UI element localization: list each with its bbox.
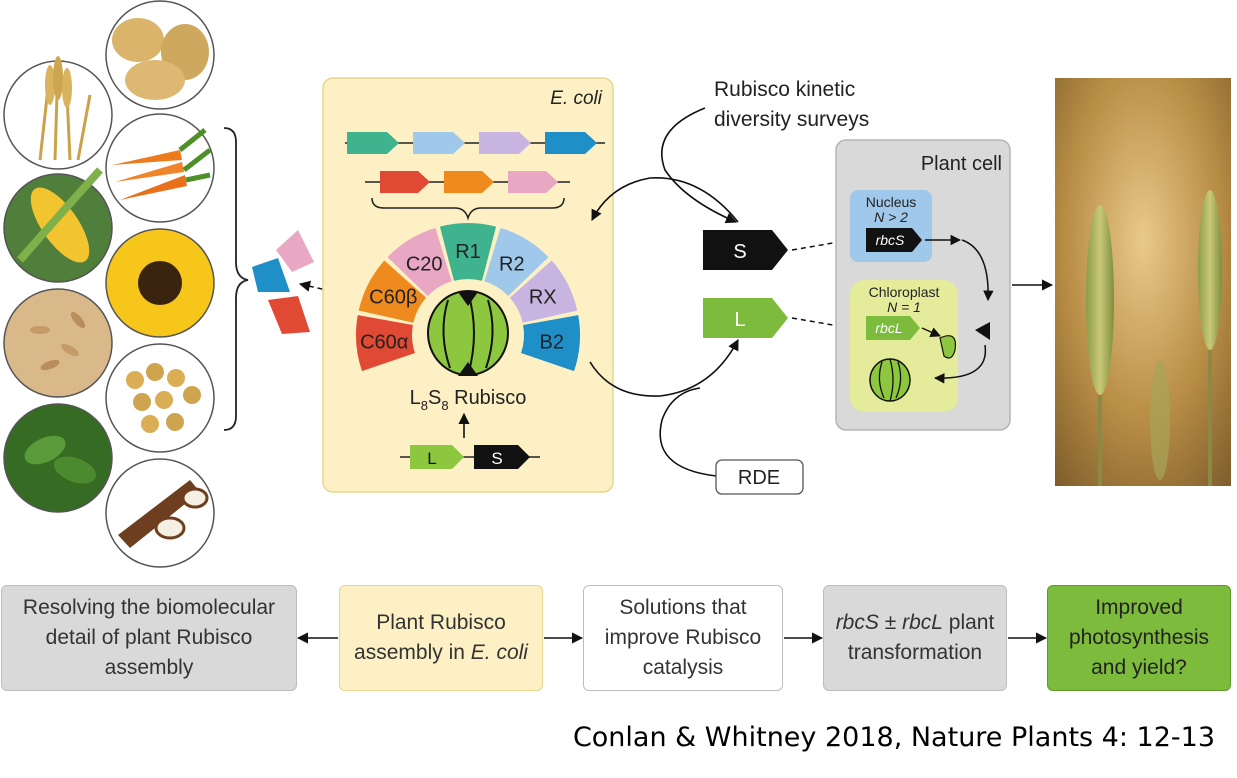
- svg-text:RDE: RDE: [738, 467, 780, 489]
- flow-box-improved: Improved photosynthesis and yield?: [1047, 585, 1231, 691]
- chaperone-label-R2: R2: [499, 253, 525, 275]
- cycle-arrow-top: [591, 177, 739, 223]
- s-gene: S: [703, 230, 788, 270]
- operon-brace: [371, 197, 565, 221]
- chaperone-segment-C60α: [356, 315, 415, 372]
- flow-box-resolving: Resolving the biomolecular detail of pla…: [1, 585, 297, 691]
- crop-potato: [105, 0, 215, 110]
- chaperone-segment-C20: [387, 227, 452, 297]
- crop-carrot: [105, 113, 215, 223]
- ls-gene-small: S: [474, 445, 530, 469]
- s-to-nucleus-arrow: [791, 234, 864, 251]
- l-to-chloroplast-arrow: [791, 317, 864, 334]
- crop-soybean: [105, 343, 215, 453]
- rubisco-label: L8S8 Rubisco: [410, 387, 527, 413]
- svg-text:L: L: [734, 309, 745, 331]
- crop-sunflower: [105, 228, 215, 338]
- svg-text:rbcL: rbcL: [875, 320, 902, 336]
- nucleus-n: N > 2: [874, 209, 908, 225]
- flow-box-solutions: Solutions that improve Rubisco catalysis: [583, 585, 783, 691]
- operon-1: [347, 132, 597, 154]
- crop-wheat: [3, 56, 113, 170]
- crop-maize: [3, 167, 113, 283]
- chaperone-segment-RX: [509, 260, 578, 323]
- citation: Conlan & Whitney 2018, Nature Plants 4: …: [572, 722, 1215, 753]
- chloroplast-n: N = 1: [887, 299, 921, 315]
- chaperone-fragments: [252, 230, 314, 334]
- ls-gene-large: L: [410, 445, 464, 469]
- flow-text-solutions: Solutions that improve Rubisco catalysis: [604, 596, 762, 679]
- rde-box: RDE: [715, 459, 804, 495]
- crop-rice: [3, 288, 113, 398]
- chaperone-label-C20: C20: [406, 253, 443, 275]
- chaperone-label-B2: B2: [540, 331, 564, 353]
- rbcl-arrow: [921, 327, 941, 337]
- flow-text-improved: Improved photosynthesis and yield?: [1068, 596, 1210, 679]
- large-subunit-icon: [939, 335, 957, 359]
- plant-cell-title: Plant cell: [921, 153, 1002, 175]
- rbcl-gene: rbcL: [866, 316, 920, 340]
- chloroplast-title: Chloroplast: [869, 284, 940, 300]
- op1-gene-2: [413, 132, 465, 154]
- op1-gene-1: [347, 132, 399, 154]
- op2-gene-3: [508, 171, 558, 193]
- small-subunit-icon: [975, 322, 990, 340]
- svg-text:L: L: [427, 449, 436, 468]
- cycle-arrow-bottom: [589, 339, 739, 397]
- op1-gene-4: [545, 132, 597, 154]
- wheat-field-photo: [1055, 78, 1231, 486]
- nucleus-title: Nucleus: [866, 194, 917, 210]
- svg-text:rbcS: rbcS: [876, 232, 905, 248]
- plant-rubisco-icon: [869, 358, 911, 402]
- chaperone-label-C60α: C60α: [360, 331, 408, 353]
- crop-tobacco: [3, 403, 113, 513]
- svg-text:S: S: [733, 241, 746, 263]
- crops-brace: [223, 127, 249, 431]
- ecoli-title: E. coli: [550, 88, 603, 109]
- assembly-arrow: [933, 344, 987, 384]
- l-gene: L: [703, 298, 788, 338]
- exchange-arrow: [298, 280, 372, 304]
- chaperone-label-C60β: C60β: [369, 287, 417, 309]
- flow-text-resolving: Resolving the biomolecular detail of pla…: [22, 596, 276, 679]
- rbcs-gene: rbcS: [866, 228, 922, 252]
- rubisco-complex-icon: [427, 290, 509, 376]
- op1-gene-3: [479, 132, 531, 154]
- rde-arrow: [659, 387, 717, 477]
- chaperone-segment-C60β: [358, 260, 427, 323]
- crop-cassava: [105, 458, 215, 568]
- import-arrow: [961, 239, 994, 302]
- operon-2: [380, 171, 558, 193]
- op2-gene-1: [380, 171, 430, 193]
- chaperone-label-RX: RX: [529, 287, 557, 309]
- survey-arrow: [661, 107, 738, 224]
- chaperone-label-R1: R1: [455, 241, 481, 263]
- svg-text:S: S: [491, 449, 502, 468]
- chaperone-segment-B2: [521, 315, 580, 372]
- surveys-label: Rubisco kinetic diversity surveys: [714, 78, 869, 131]
- op2-gene-2: [444, 171, 494, 193]
- chaperone-segment-R2: [484, 227, 549, 297]
- chaperone-segment-R1: [439, 223, 497, 281]
